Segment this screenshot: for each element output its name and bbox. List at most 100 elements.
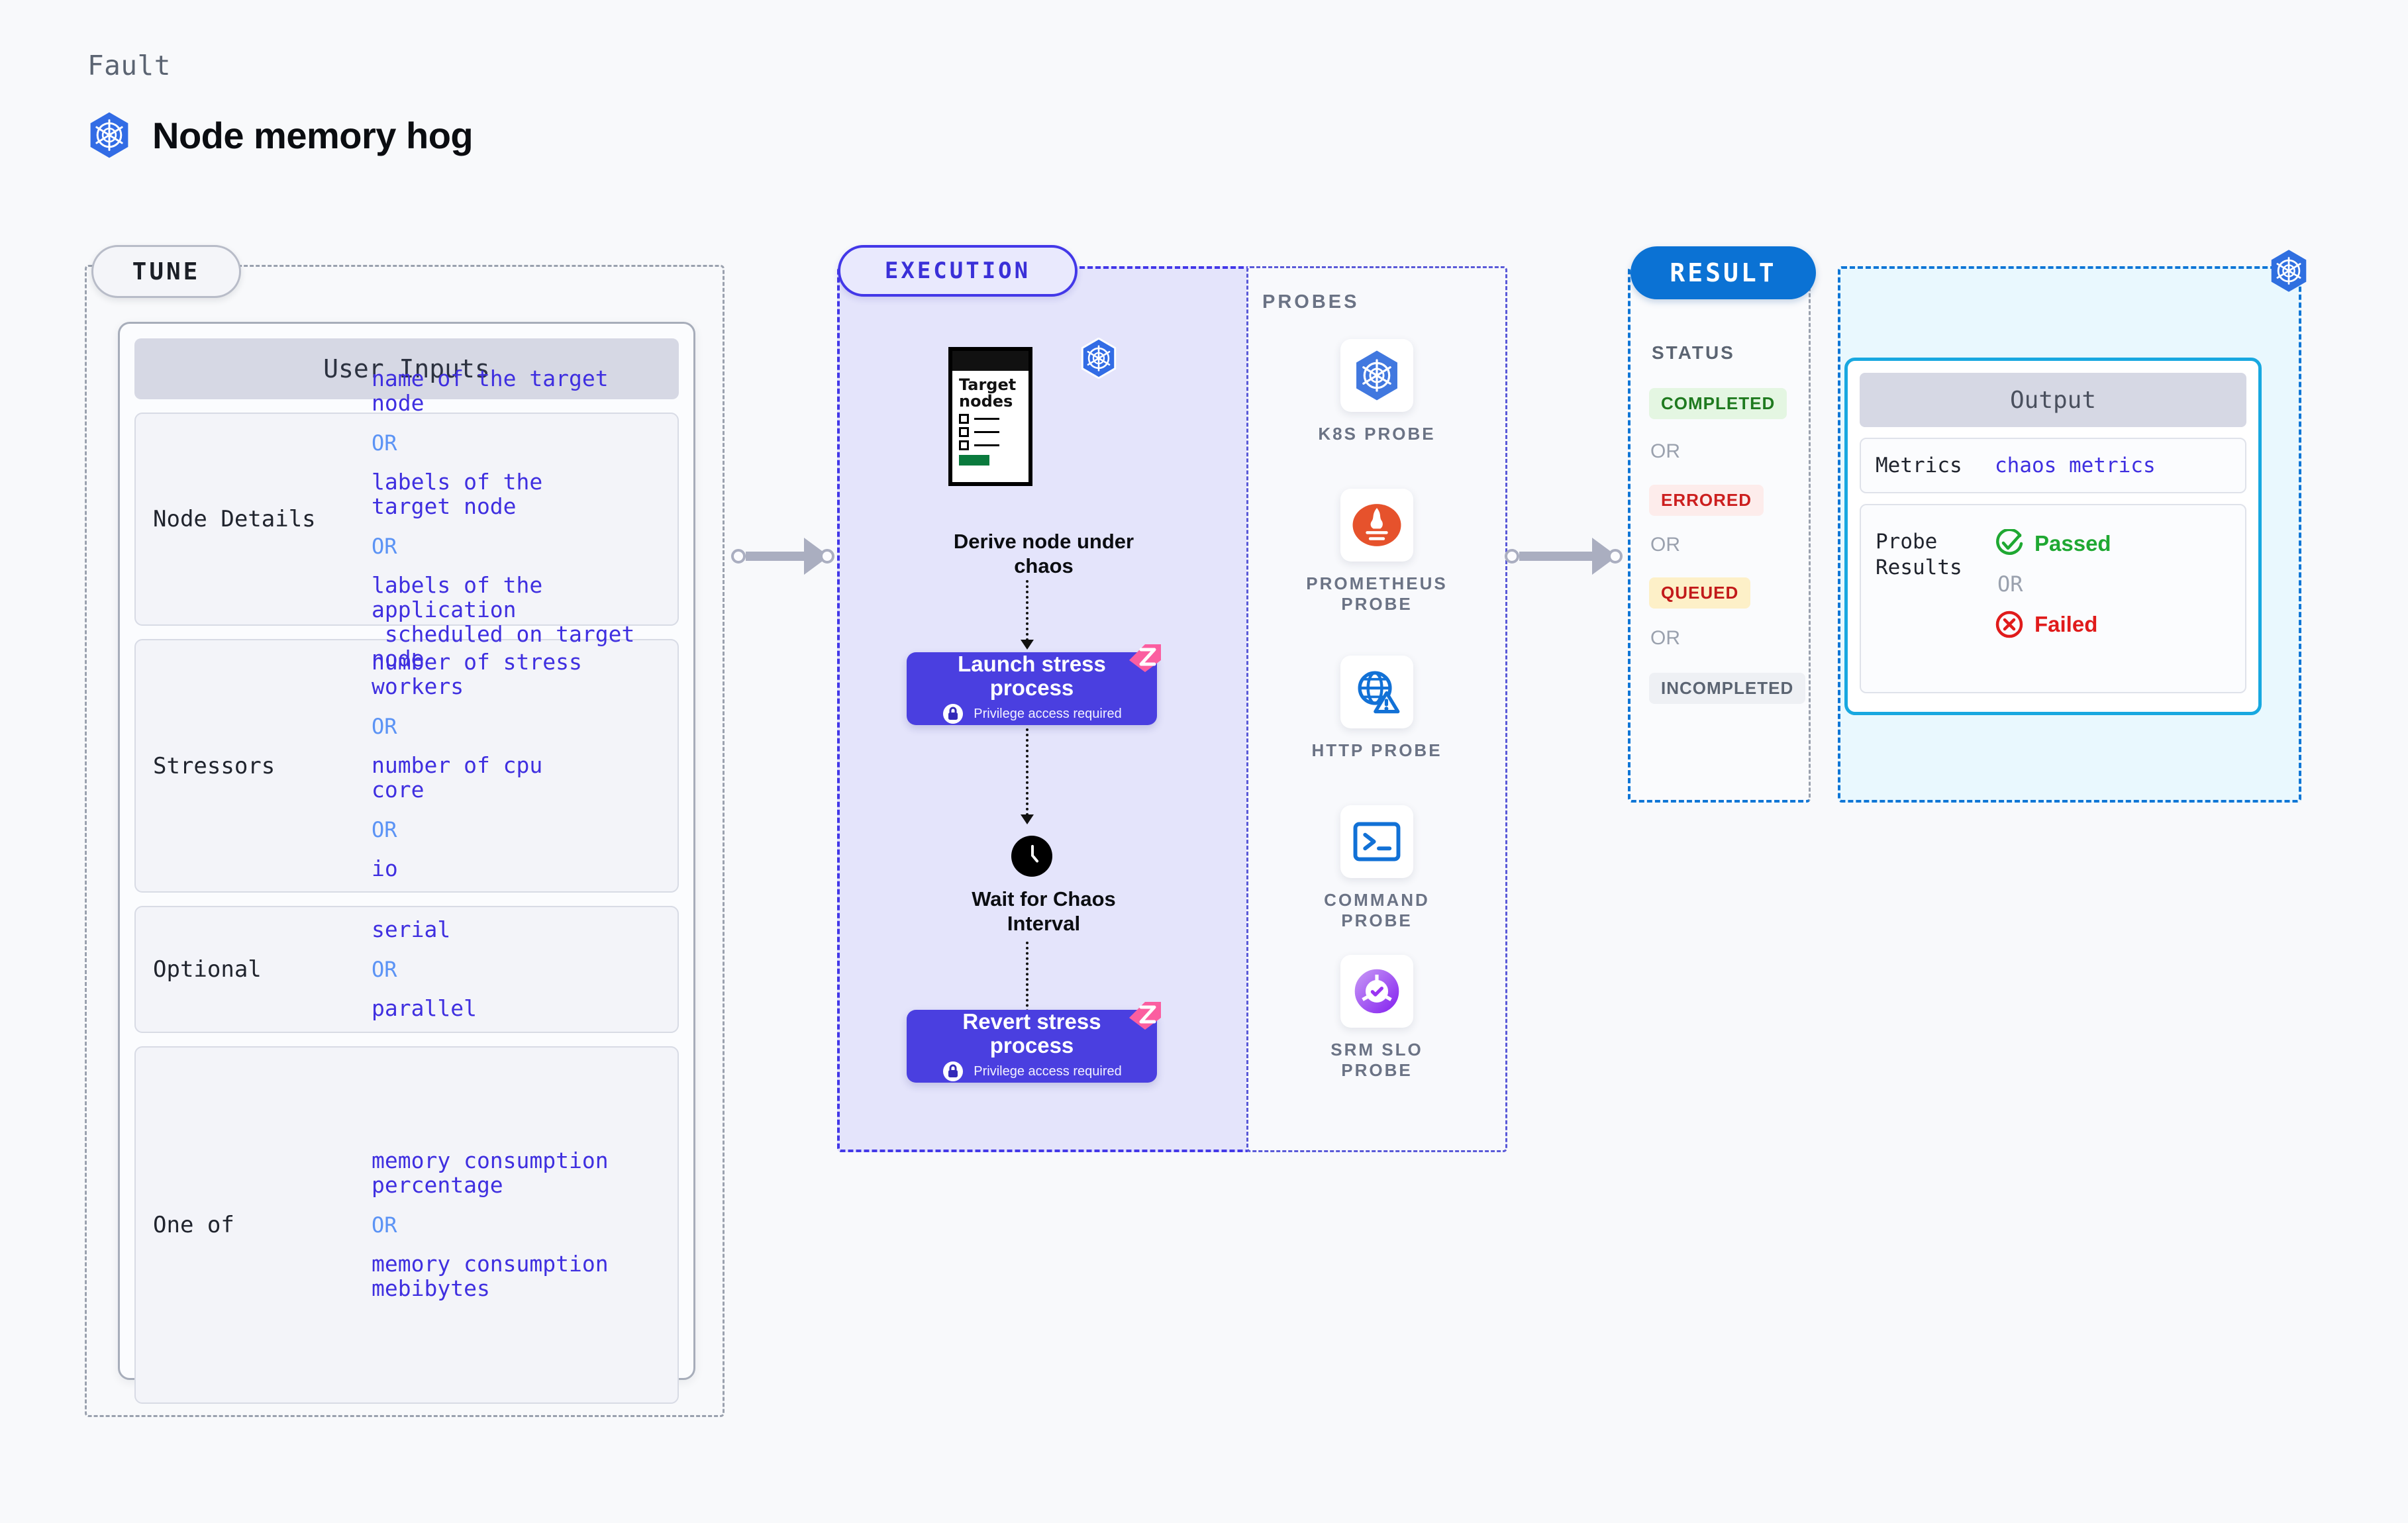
litmus-ribbon-icon xyxy=(1125,642,1164,678)
input-group-label: Node Details xyxy=(153,506,316,532)
checklist-row xyxy=(959,440,1022,450)
checkbox-icon xyxy=(959,413,969,424)
x-circle-icon xyxy=(1995,611,2023,638)
privilege-row: Privilege access required xyxy=(942,703,1122,725)
failed-label: Failed xyxy=(2034,612,2098,636)
probe-result-failed: Failed xyxy=(1995,610,2111,639)
probe-tile xyxy=(1340,656,1413,728)
output-row-value: chaos metrics xyxy=(1995,454,2156,477)
checkbox-icon xyxy=(959,426,969,437)
probe-http[interactable]: HTTP PROBE xyxy=(1246,656,1507,761)
fault-kicker: Fault xyxy=(87,50,171,81)
line-icon xyxy=(974,444,999,446)
result-pill[interactable]: RESULT xyxy=(1630,246,1816,299)
check-circle-icon xyxy=(1996,529,2023,556)
value-item: io xyxy=(372,855,398,881)
connector-end-dot xyxy=(820,549,834,564)
status-badge-completed: COMPLETED xyxy=(1649,388,1787,419)
connector-tune-to-execution xyxy=(731,538,841,575)
flow-line xyxy=(1026,580,1028,641)
input-group-values: serial OR parallel xyxy=(372,916,477,1021)
prometheus-icon xyxy=(1352,504,1401,546)
or-separator: OR xyxy=(1650,627,1680,649)
status-badge-errored: ERRORED xyxy=(1649,485,1764,516)
output-title: Output xyxy=(1860,373,2246,427)
passed-label: Passed xyxy=(2034,531,2111,556)
flow-arrowhead xyxy=(1021,640,1034,650)
line-icon xyxy=(974,417,999,420)
execution-pill[interactable]: EXECUTION xyxy=(838,245,1078,297)
input-group-label: Stressors xyxy=(153,752,276,779)
value-item: serial xyxy=(372,916,451,943)
tune-pill[interactable]: TUNE xyxy=(91,245,241,298)
status-badge-incompleted: INCOMPLETED xyxy=(1649,673,1806,704)
or-separator: OR xyxy=(1997,571,2023,597)
connector-start-dot xyxy=(731,549,746,564)
or-separator: OR xyxy=(372,430,397,456)
kubernetes-icon xyxy=(1356,350,1397,401)
probe-tile xyxy=(1340,489,1413,562)
progress-bar xyxy=(959,454,989,466)
input-group-label: Optional xyxy=(153,956,262,983)
probe-label: K8S PROBE xyxy=(1318,424,1436,444)
output-row-label: Metrics xyxy=(1876,453,1962,477)
lock-icon xyxy=(943,704,964,724)
connector-shaft xyxy=(1519,552,1593,561)
kubernetes-icon xyxy=(1079,337,1118,382)
input-group-optional: Optional serial OR parallel xyxy=(134,906,679,1033)
input-group-label: One of xyxy=(153,1212,234,1238)
probe-tile xyxy=(1340,955,1413,1028)
privilege-label: Privilege access required xyxy=(974,1063,1122,1079)
flow-line xyxy=(1026,942,1028,1028)
checklist-row xyxy=(959,413,1022,424)
page-title: Node memory hog xyxy=(152,114,474,156)
fault-title-row: Node memory hog xyxy=(87,111,474,159)
lock-icon xyxy=(943,1061,964,1082)
connector-execution-to-result xyxy=(1505,538,1632,575)
probe-result-passed: Passed xyxy=(1995,529,2111,558)
user-inputs-card: User Inputs Node Details name of the tar… xyxy=(118,322,695,1404)
or-separator: OR xyxy=(372,1212,397,1238)
privilege-row: Privilege access required xyxy=(942,1060,1122,1083)
or-separator: OR xyxy=(372,957,397,982)
probe-tile xyxy=(1340,805,1413,878)
value-item: parallel xyxy=(372,995,477,1021)
or-separator: OR xyxy=(372,714,397,740)
or-separator: OR xyxy=(372,816,397,842)
checkbox-icon xyxy=(959,440,969,450)
probes-label: PROBES xyxy=(1262,291,1360,313)
slo-gauge-icon xyxy=(1354,969,1399,1014)
connector-shaft xyxy=(746,552,805,561)
card-titlebar xyxy=(952,351,1028,371)
kubernetes-icon xyxy=(87,111,131,159)
litmus-ribbon-icon xyxy=(1125,999,1164,1036)
probe-k8s[interactable]: K8S PROBE xyxy=(1246,339,1507,444)
or-separator: OR xyxy=(372,534,397,559)
clock-icon xyxy=(1011,836,1052,877)
